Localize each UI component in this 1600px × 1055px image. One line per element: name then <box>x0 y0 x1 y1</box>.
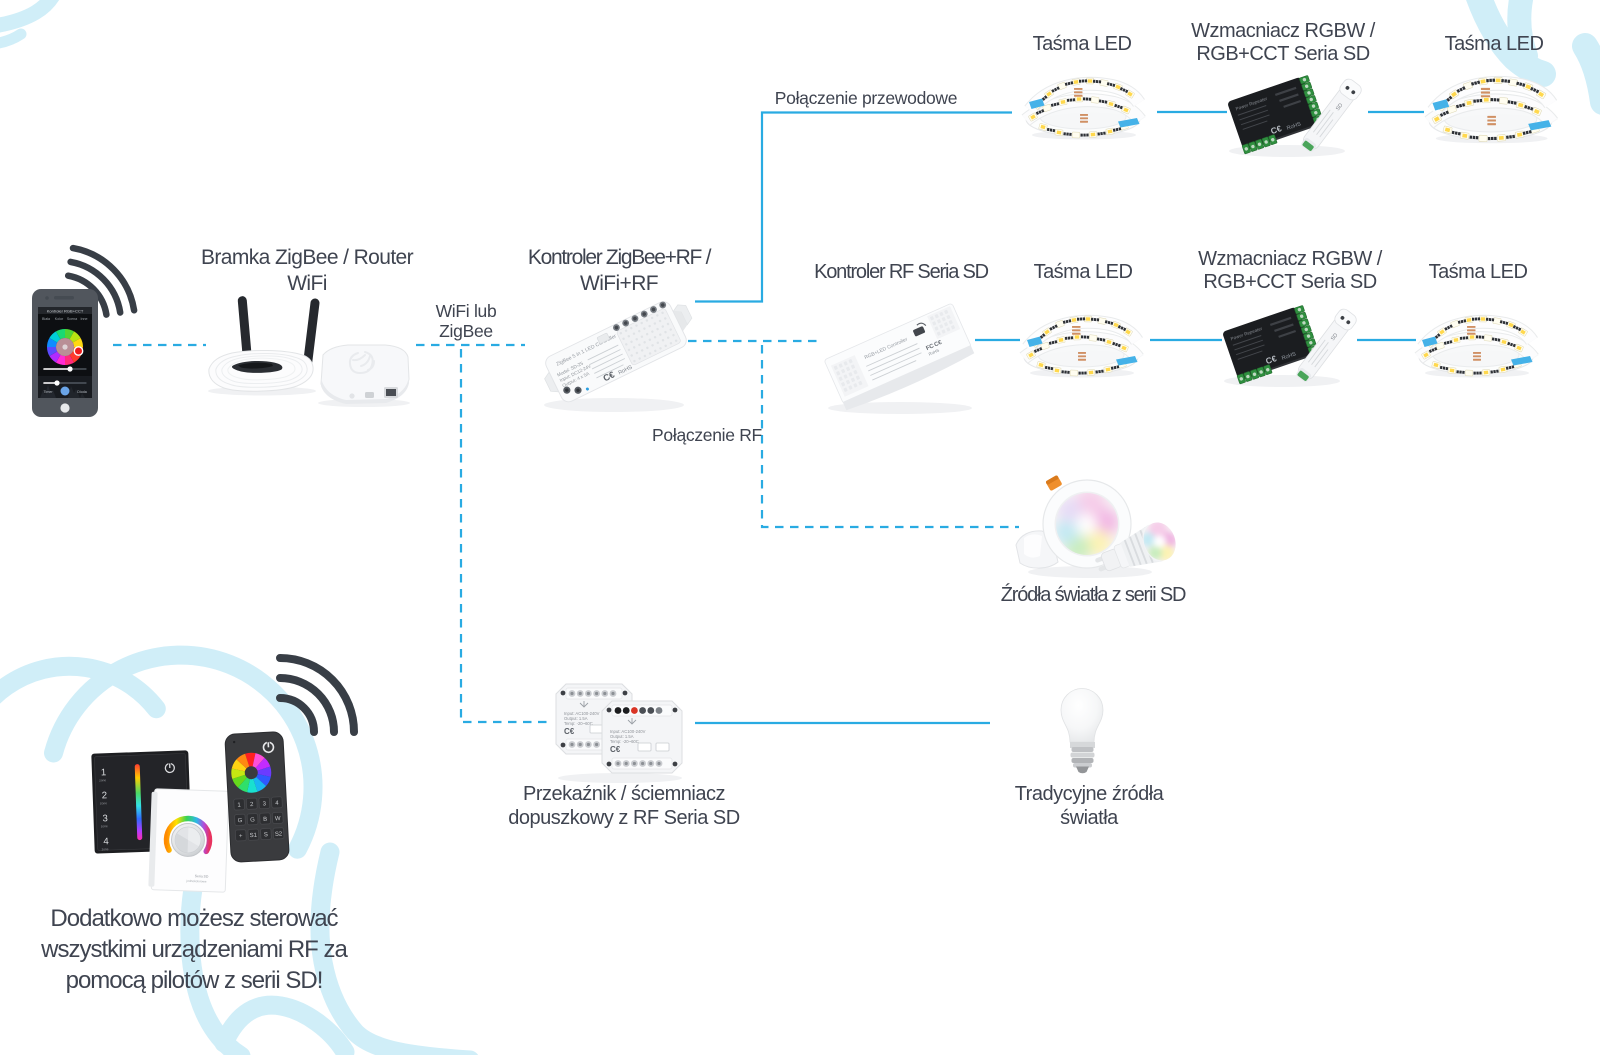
svg-text:S2: S2 <box>275 831 283 837</box>
svg-text:RGB+CCT Seria SD: RGB+CCT Seria SD <box>1196 43 1369 65</box>
svg-text:Wzmacniacz RGBW /: Wzmacniacz RGBW / <box>1198 248 1383 270</box>
svg-text:Kontroler RGB+CCT: Kontroler RGB+CCT <box>47 309 84 314</box>
svg-text:C€: C€ <box>610 745 621 754</box>
svg-text:3: 3 <box>263 801 267 807</box>
svg-text:S1: S1 <box>250 833 258 839</box>
svg-text:Źródła światła z serii SD: Źródła światła z serii SD <box>1001 583 1186 606</box>
svg-text:wszystkimi urządzeniami RF za: wszystkimi urządzeniami RF za <box>40 936 348 963</box>
svg-text:zone: zone <box>102 847 109 851</box>
svg-text:ZigBee: ZigBee <box>439 321 493 341</box>
svg-text:Kontroler ZigBee+RF /: Kontroler ZigBee+RF / <box>528 246 712 269</box>
svg-text:Input: AC100-240V: Input: AC100-240V <box>564 711 600 716</box>
svg-text:C€: C€ <box>601 369 616 383</box>
svg-text:1: 1 <box>237 803 241 809</box>
svg-text:1: 1 <box>101 767 107 778</box>
svg-text:Taśma LED: Taśma LED <box>1429 261 1528 283</box>
svg-text:Temp: -20~60C: Temp: -20~60C <box>610 739 639 744</box>
svg-text:Output: 1.5A: Output: 1.5A <box>610 734 634 739</box>
svg-text:+: + <box>239 834 243 840</box>
svg-text:Taśma LED: Taśma LED <box>1033 33 1132 55</box>
svg-text:Tradycyjne źródła: Tradycyjne źródła <box>1015 783 1165 805</box>
svg-text:Taśma LED: Taśma LED <box>1445 33 1544 55</box>
svg-text:Dodatkowo możesz sterować: Dodatkowo możesz sterować <box>50 905 338 932</box>
svg-text:dopuszkowy z RF Seria SD: dopuszkowy z RF Seria SD <box>508 807 739 829</box>
svg-text:Taśma LED: Taśma LED <box>1034 261 1133 283</box>
svg-text:Połączenie RF: Połączenie RF <box>652 425 762 445</box>
svg-text:B: B <box>263 817 267 823</box>
svg-text:pomocą pilotów z serii SD!: pomocą pilotów z serii SD! <box>66 967 323 994</box>
svg-text:G: G <box>238 818 243 824</box>
svg-text:zone: zone <box>99 778 106 782</box>
svg-text:C€: C€ <box>934 340 944 349</box>
svg-text:WiFi+RF: WiFi+RF <box>580 272 658 295</box>
svg-text:3: 3 <box>102 813 108 824</box>
svg-text:RoHS: RoHS <box>928 347 940 356</box>
svg-text:Przekaźnik / ściemniacz: Przekaźnik / ściemniacz <box>523 783 725 805</box>
svg-text:Input: AC100-240V: Input: AC100-240V <box>610 729 646 734</box>
svg-text:G: G <box>250 817 255 823</box>
svg-text:Scena: Scena <box>67 317 77 321</box>
svg-text:Kontroler RF Seria SD: Kontroler RF Seria SD <box>814 261 989 283</box>
svg-text:RoHS: RoHS <box>618 364 634 376</box>
svg-text:2: 2 <box>250 802 254 808</box>
svg-text:Połączenie przewodowe: Połączenie przewodowe <box>775 88 957 108</box>
svg-text:zone: zone <box>100 801 107 805</box>
svg-text:Temp: -20~60C: Temp: -20~60C <box>564 721 593 726</box>
svg-text:Output: 1.5A: Output: 1.5A <box>564 716 588 721</box>
svg-text:S: S <box>264 832 268 838</box>
svg-text:4: 4 <box>275 801 279 807</box>
svg-text:Biała: Biała <box>42 317 50 321</box>
svg-text:Wzmacniacz RGBW /: Wzmacniacz RGBW / <box>1191 20 1376 42</box>
svg-text:zone: zone <box>101 824 108 828</box>
svg-text:W: W <box>275 816 281 822</box>
svg-text:RGB+CCT Seria SD: RGB+CCT Seria SD <box>1203 271 1376 293</box>
svg-text:Timer: Timer <box>43 390 53 394</box>
svg-text:4: 4 <box>103 836 109 847</box>
svg-text:jednokolorowe: jednokolorowe <box>186 879 207 884</box>
svg-text:Bramka ZigBee / Router: Bramka ZigBee / Router <box>201 246 414 269</box>
svg-text:Kolor: Kolor <box>55 317 64 321</box>
svg-text:Seria SD: Seria SD <box>195 874 209 878</box>
svg-text:C€: C€ <box>564 727 575 736</box>
svg-text:2: 2 <box>102 790 108 801</box>
svg-text:Inne: Inne <box>81 317 88 321</box>
svg-text:FC: FC <box>925 343 935 352</box>
svg-text:Dioda: Dioda <box>77 390 86 394</box>
svg-text:WiFi: WiFi <box>287 272 327 295</box>
svg-text:WiFi lub: WiFi lub <box>436 301 497 321</box>
svg-text:światła: światła <box>1060 807 1119 829</box>
